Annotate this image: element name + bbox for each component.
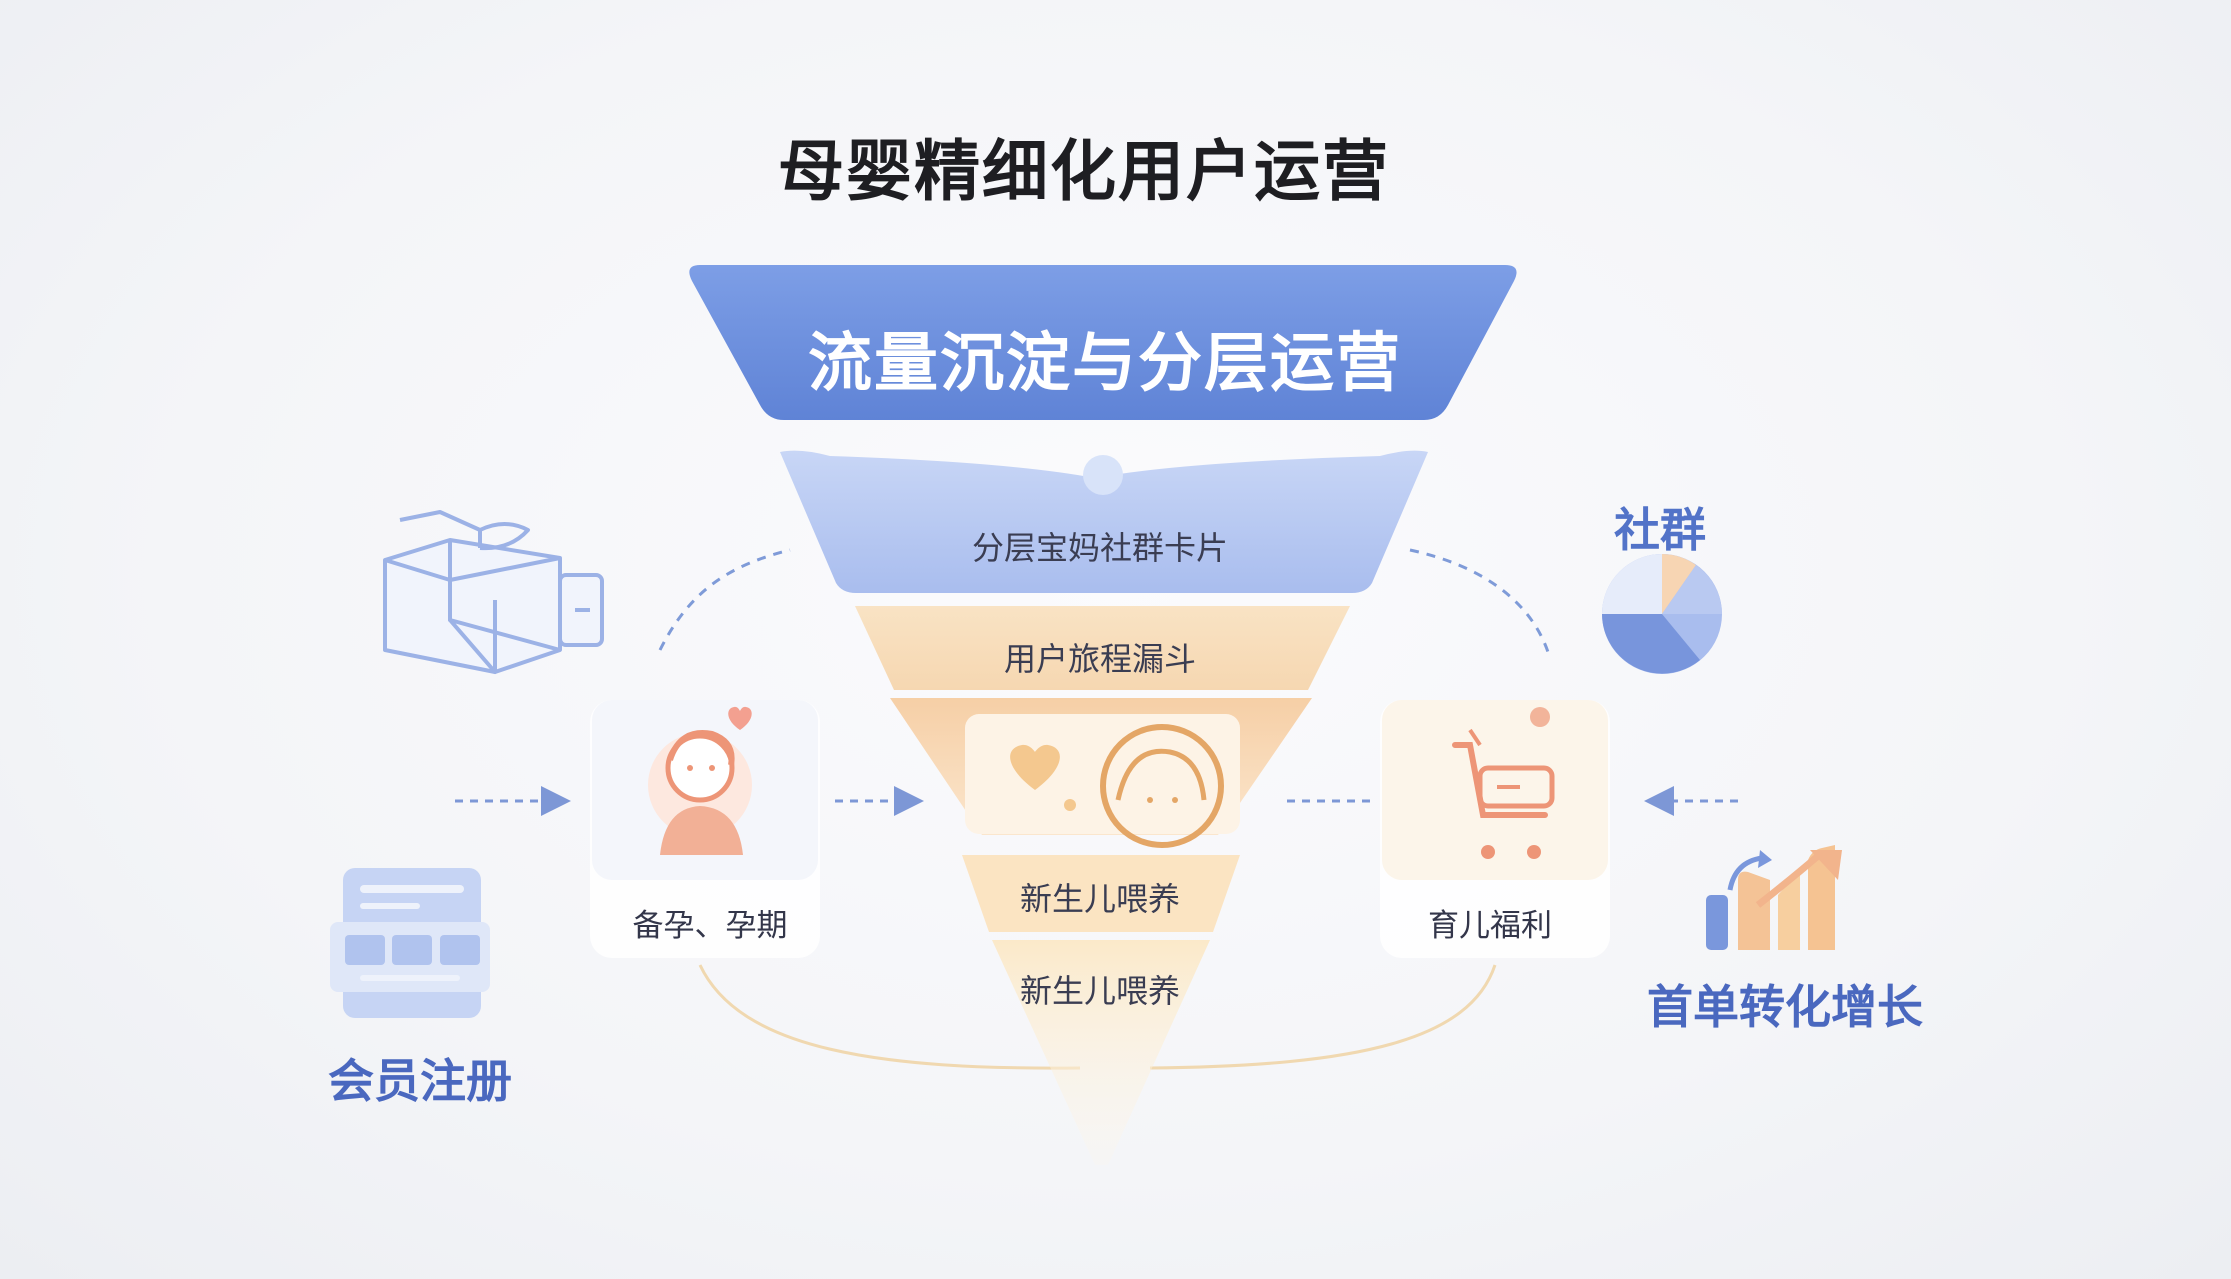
gift-box-icon bbox=[383, 510, 604, 674]
member-register-label: 会员注册 bbox=[328, 1054, 512, 1108]
funnel-tier-1-knob bbox=[1083, 455, 1123, 495]
right-card-label: 育儿福利 bbox=[1428, 908, 1552, 944]
mini-heart-icon bbox=[1010, 744, 1060, 790]
mother-avatar-icon bbox=[648, 730, 752, 855]
left-card bbox=[590, 700, 820, 958]
browser-window-icon bbox=[330, 868, 490, 1018]
connector-curves bbox=[658, 548, 1550, 1070]
right-card bbox=[1380, 700, 1610, 958]
heart-icon bbox=[728, 706, 752, 730]
funnel bbox=[689, 265, 1517, 1165]
funnel-tier-1 bbox=[780, 450, 1428, 593]
funnel-tip bbox=[992, 940, 1210, 1165]
left-card-label: 备孕、孕期 bbox=[632, 908, 788, 944]
funnel-tier-4-label: 新生儿喂养 bbox=[1019, 880, 1180, 918]
social-label: 社群 bbox=[1614, 503, 1706, 557]
pie-chart-icon bbox=[1602, 554, 1722, 674]
conversion-growth-label: 首单转化增长 bbox=[1647, 980, 1923, 1034]
notification-dot-icon bbox=[1530, 707, 1550, 727]
funnel-tier-top bbox=[689, 265, 1517, 420]
funnel-tier-4 bbox=[962, 855, 1240, 932]
funnel-tier-2 bbox=[855, 606, 1350, 690]
funnel-tier-2-label: 用户旅程漏斗 bbox=[1003, 640, 1196, 678]
funnel-tier-1-label: 分层宝妈社群卡片 bbox=[971, 529, 1228, 567]
funnel-tip-label: 新生儿喂养 bbox=[1019, 972, 1180, 1010]
mini-sparkle-icon bbox=[1064, 799, 1076, 811]
shopping-cart-icon bbox=[1452, 728, 1555, 859]
baby-face-icon bbox=[1100, 724, 1224, 848]
page-title: 母婴精细化用户运营 bbox=[778, 133, 1390, 210]
growth-bar-chart-icon bbox=[1706, 845, 1842, 950]
funnel-tier-top-label: 流量沉淀与分层运营 bbox=[808, 327, 1402, 401]
